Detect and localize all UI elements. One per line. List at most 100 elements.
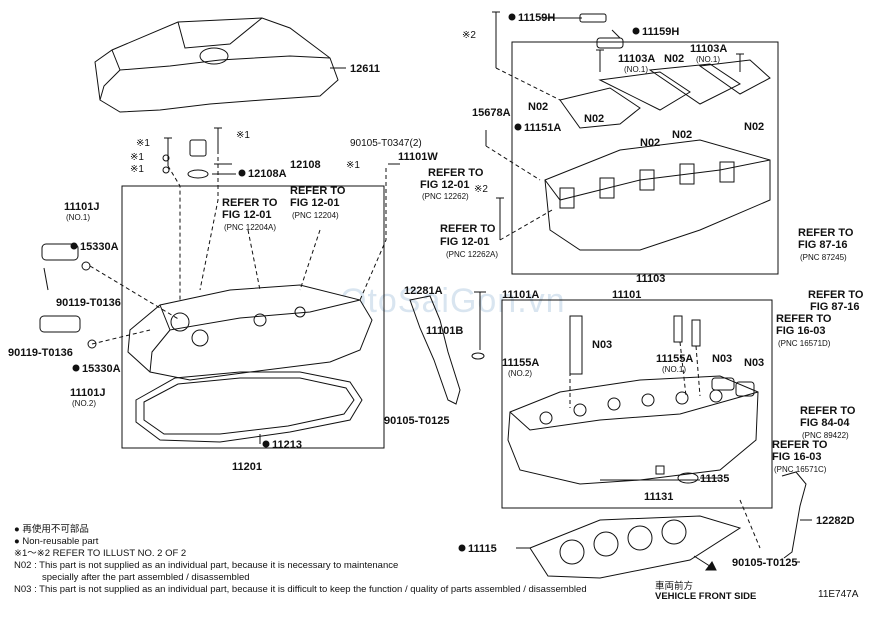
callout-11103a-2-sub: (NO.1) <box>696 55 720 64</box>
ref-12262a-line3: (PNC 12262A) <box>446 250 498 259</box>
ref-12204-line2: FIG 12-01 <box>290 197 340 209</box>
callout-11155a-2: 11155A <box>502 357 539 369</box>
oil-filler-cap-illustration <box>189 139 207 157</box>
callout-11103a-1: 11103A <box>618 53 655 65</box>
ref-87245-line3: (PNC 87245) <box>800 253 847 262</box>
callout-n03-a: N03 <box>592 339 612 351</box>
engine-cover-illustration <box>94 17 339 113</box>
callout-n02-f: N02 <box>640 137 660 149</box>
legend-line-non-reusable: ● Non-reusable part <box>14 536 99 547</box>
direction-label-jp: 車両前方 <box>655 581 694 592</box>
legend: ● 再使用不可部品 ● Non-reusable part ※1～※2 REFE… <box>14 524 654 596</box>
ref-89422-line2: FIG 84-04 <box>800 417 850 429</box>
head-cover-gasket-illustration <box>135 371 363 443</box>
ref-12204a-line1: REFER TO <box>222 197 278 209</box>
ref-12262-line1: REFER TO <box>428 167 484 179</box>
ref-8716-line2: FIG 87-16 <box>810 301 860 313</box>
oil-control-valve-no2-illustration <box>39 315 97 349</box>
callout-star2-b: ※2 <box>474 184 488 195</box>
camshaft-housing-illustration <box>544 139 771 251</box>
callout-11155a-1: 11155A <box>656 353 693 365</box>
camshaft-bearing-caps-illustration <box>559 13 771 129</box>
callout-11101j-2-sub: (NO.2) <box>72 399 96 408</box>
callout-11101w: 11101W <box>398 151 438 163</box>
callout-n03-b: N03 <box>712 353 732 365</box>
callout-star1-e: ※1 <box>346 160 360 171</box>
cylinder-head-gasket-illustration <box>529 515 742 579</box>
cylinder-head-illustration <box>507 315 759 485</box>
ref-12262-line2: FIG 12-01 <box>420 179 470 191</box>
callout-11115: 11115 <box>468 543 497 555</box>
callout-11101j-1: 11101J <box>64 201 100 213</box>
callout-11103: 11103 <box>636 273 665 285</box>
callout-11159h-b: 11159H <box>642 26 679 38</box>
callout-11101j-1-sub: (NO.1) <box>66 213 90 222</box>
callout-n02-a: N02 <box>664 53 684 65</box>
ref-12204a-line2: FIG 12-01 <box>222 209 272 221</box>
engine-hanger-12281a-illustration <box>409 295 461 405</box>
callout-12282d: 12282D <box>816 515 855 527</box>
callout-star1-b: ※1 <box>130 152 144 163</box>
direction-label-en: VEHICLE FRONT SIDE <box>655 591 757 602</box>
legend-line-n02: N02 : This part is not supplied as an in… <box>14 560 399 571</box>
callout-11159h-a: 11159H <box>518 12 555 24</box>
callout-11155a-1-sub: (NO.1) <box>662 365 686 374</box>
callout-11103a-1-sub: (NO.1) <box>624 65 648 74</box>
ref-12204-line1: REFER TO <box>290 185 346 197</box>
ref-16571d-line3: (PNC 16571D) <box>778 339 831 348</box>
legend-line-n02-cont: specially after the part assembled / dis… <box>42 572 250 583</box>
ref-16571c-line3: (PNC 16571C) <box>774 465 827 474</box>
callout-11101a: 11101A <box>502 289 539 301</box>
ref-8716-line1: REFER TO <box>808 289 864 301</box>
watermark-text: OtoSaiGon.vn <box>340 282 566 320</box>
callout-n03-c: N03 <box>744 357 764 369</box>
legend-line-n03: N03 : This part is not supplied as an in… <box>14 584 587 595</box>
callout-15330a-2: 15330A <box>82 363 121 375</box>
callout-90105-t0347: 90105-T0347(2) <box>350 138 422 149</box>
callout-12108a: 12108A <box>248 168 287 180</box>
ref-87245-line1: REFER TO <box>798 227 854 239</box>
ref-12262-line3: (PNC 12262) <box>422 192 469 201</box>
callout-11213: 11213 <box>272 439 302 451</box>
ref-12204a-line3: (PNC 12204A) <box>224 223 276 232</box>
callout-star2-a: ※2 <box>462 30 476 41</box>
callout-11103a-2: 11103A <box>690 43 727 55</box>
callout-90119-a: 90119-T0136 <box>56 297 121 309</box>
camshaft-housing-group-box <box>511 41 779 275</box>
legend-line-refer: ※1～※2 REFER TO ILLUST NO. 2 OF 2 <box>14 548 187 559</box>
ref-16571d-line2: FIG 16-03 <box>776 325 826 337</box>
callout-11151a: 11151A <box>524 122 561 134</box>
engine-hanger-illustration <box>781 471 807 559</box>
legend-line-jp: ● 再使用不可部品 <box>14 524 89 535</box>
ref-87245-line2: FIG 87-16 <box>798 239 848 251</box>
ref-12204-line3: (PNC 12204) <box>292 211 339 220</box>
callout-n02-c: N02 <box>584 113 604 125</box>
ref-89422-line1: REFER TO <box>800 405 856 417</box>
callout-90105-t0125-b: 90105-T0125 <box>732 557 797 569</box>
callout-15678a: 15678A <box>472 107 511 119</box>
ref-16571c-line2: FIG 16-03 <box>772 451 822 463</box>
cylinder-head-bolt-illustration <box>474 291 486 350</box>
ref-12262a-line2: FIG 12-01 <box>440 236 490 248</box>
cylinder-head-group-box <box>501 299 773 509</box>
callout-star1-c: ※1 <box>130 164 144 175</box>
cylinder-head-cover-illustration <box>127 284 373 381</box>
callout-12611: 12611 <box>350 63 380 75</box>
ref-89422-line3: (PNC 89422) <box>802 431 849 440</box>
callout-15330a-1: 15330A <box>80 241 119 253</box>
callout-n02-b: N02 <box>528 101 548 113</box>
callout-12108: 12108 <box>290 159 321 171</box>
ref-16571c-line1: REFER TO <box>772 439 828 451</box>
callout-11155a-2-sub: (NO.2) <box>508 369 532 378</box>
callout-12281a: 12281A <box>404 285 443 297</box>
callout-star1-d: ※1 <box>236 130 250 141</box>
callout-11101: 11101 <box>612 289 641 301</box>
callout-11135: 11135 <box>700 473 729 485</box>
callout-90119-b: 90119-T0136 <box>8 347 73 359</box>
callout-90105-t0125-a: 90105-T0125 <box>384 415 449 427</box>
ref-16571d-line1: REFER TO <box>776 313 832 325</box>
callout-star1-a: ※1 <box>136 138 150 149</box>
callout-n02-d: N02 <box>672 129 692 141</box>
head-cover-group-box <box>121 185 385 449</box>
